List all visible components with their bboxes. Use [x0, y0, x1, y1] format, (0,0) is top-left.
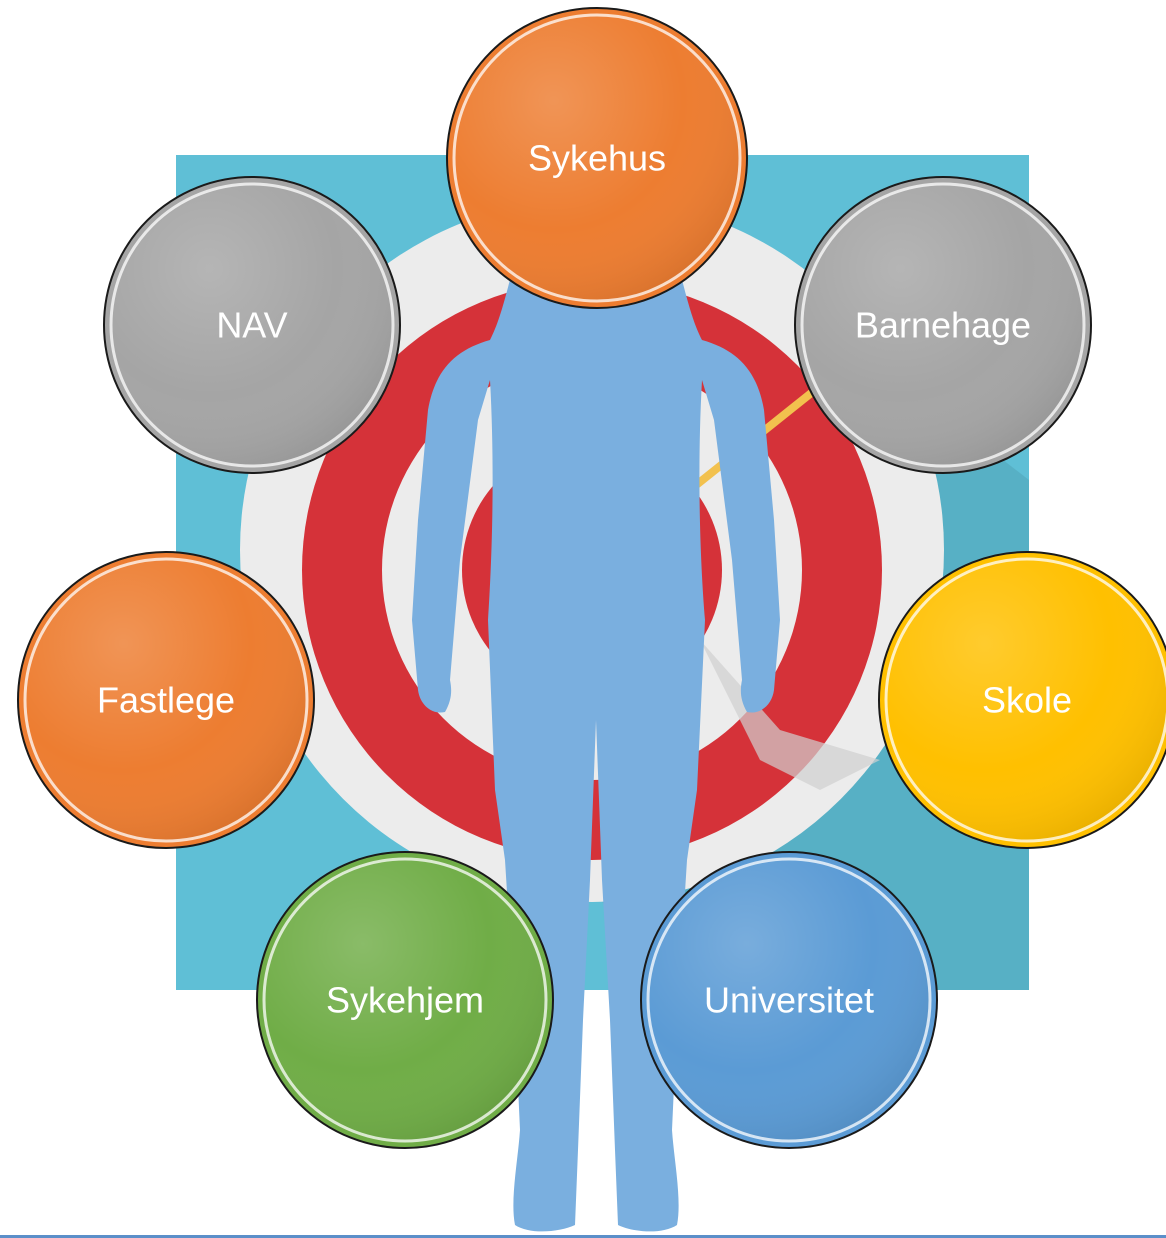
node-universitet-label: Universitet: [704, 980, 874, 1021]
node-sykehjem: Sykehjem: [256, 851, 554, 1149]
arrow-fletching: [700, 640, 880, 790]
node-barnehage-label: Barnehage: [855, 305, 1031, 346]
node-sykehus: Sykehus: [446, 7, 748, 309]
node-sykehus-label: Sykehus: [528, 138, 666, 179]
node-barnehage: Barnehage: [794, 176, 1092, 474]
node-fastlege-rim: [23, 557, 309, 843]
node-fastlege-label: Fastlege: [97, 680, 235, 721]
node-skole-rim: [884, 557, 1166, 843]
node-universitet-rim: [646, 857, 932, 1143]
node-nav: NAV: [103, 176, 401, 474]
node-sykehjem-label: Sykehjem: [326, 980, 484, 1021]
node-nav-rim: [109, 182, 395, 468]
node-universitet: Universitet: [640, 851, 938, 1149]
node-fastlege: Fastlege: [17, 551, 315, 849]
bottom-rule: [0, 1235, 1166, 1238]
node-sykehjem-rim: [262, 857, 548, 1143]
person-body: [412, 240, 780, 1232]
node-nav-label: NAV: [216, 305, 287, 346]
node-sykehus-rim: [452, 13, 742, 303]
node-skole-label: Skole: [982, 680, 1072, 721]
node-skole: Skole: [878, 551, 1166, 849]
person-silhouette: [412, 240, 780, 1232]
node-barnehage-rim: [800, 182, 1086, 468]
